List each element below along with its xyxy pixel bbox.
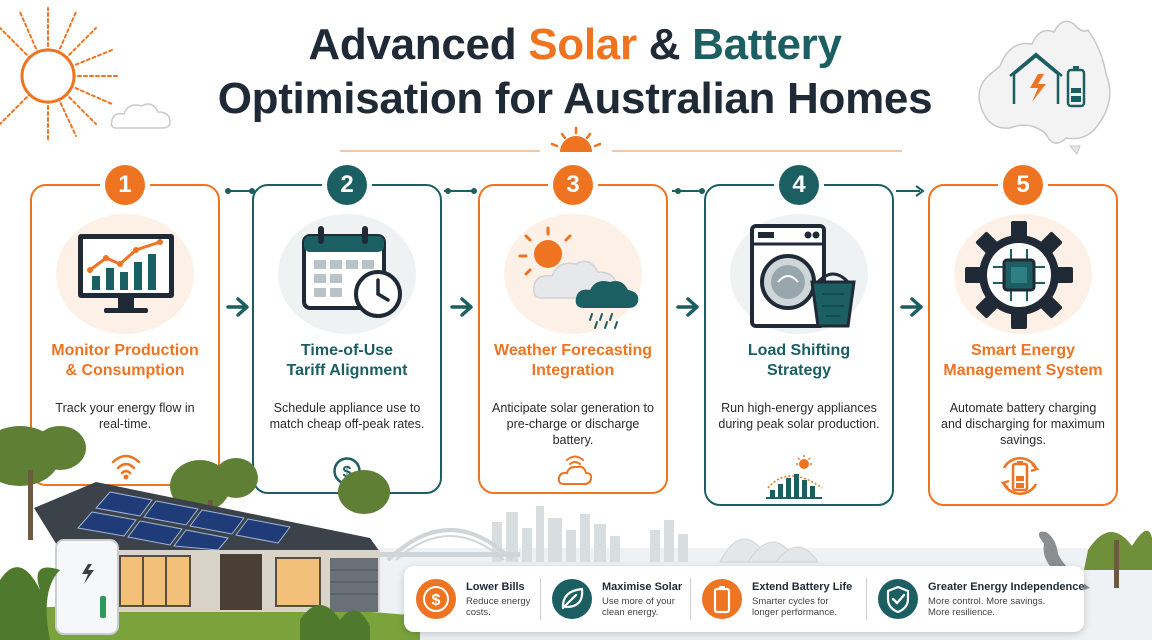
title-line-2: Optimisation for Australian Homes: [217, 74, 933, 123]
step-title-line: & Consumption: [65, 362, 185, 379]
leaf-icon: [552, 579, 592, 619]
sunrise-icon: [550, 126, 602, 152]
arrow-right-icon: [900, 297, 923, 317]
shield-check-icon: [878, 579, 918, 619]
benefit-item: Maximise Solar Use more of your clean en…: [540, 566, 690, 632]
header-divider: [612, 150, 902, 152]
step-title-line: Tariff Alignment: [286, 362, 408, 379]
step-number-badge: 5: [1003, 165, 1043, 205]
title-word: Advanced: [308, 20, 529, 69]
benefit-description: More control. More savings. More resilie…: [928, 596, 1046, 618]
step-title: Smart Energy Management System: [928, 341, 1118, 381]
benefit-description: Use more of your clean energy.: [602, 596, 675, 618]
svg-text:$: $: [432, 592, 441, 609]
benefit-title: Lower Bills: [466, 581, 525, 593]
page-title: Advanced Solar & Battery Optimisation fo…: [150, 18, 1000, 126]
svg-text:$: $: [343, 464, 352, 481]
step-description: Run high-energy appliances during peak s…: [718, 401, 880, 431]
benefit-description: Reduce energy costs.: [466, 596, 531, 618]
step-number-badge: 3: [553, 165, 593, 205]
benefit-title: Maximise Solar: [602, 581, 683, 593]
benefit-description: Smarter cycles for longer performance.: [752, 596, 838, 618]
step-title: Weather Forecasting Integration: [478, 341, 668, 381]
step-number-badge: 1: [105, 165, 145, 205]
step-title: Monitor Production & Consumption: [30, 341, 220, 381]
step-title-line: Smart Energy: [970, 342, 1076, 359]
step-title-line: Strategy: [766, 362, 832, 379]
header-divider: [340, 150, 540, 152]
connector-line: [225, 188, 255, 194]
battery-icon: [702, 579, 742, 619]
step-description: Schedule appliance use to match cheap of…: [269, 401, 425, 431]
connector-line: [672, 188, 705, 194]
monitor-chart-icon: [78, 234, 174, 313]
washing-machine-icon: [750, 224, 856, 328]
step-description: Anticipate solar generation to pre-charg…: [492, 401, 654, 447]
benefit-item: Greater Energy Independence More control…: [866, 566, 1085, 632]
sun-cloud-rain-icon: [518, 226, 639, 329]
connector-line: [444, 188, 477, 194]
title-line-1: Advanced Solar & Battery: [150, 18, 1000, 72]
title-word-solar: Solar: [528, 20, 637, 69]
benefit-item: Extend Battery Life Smarter cycles for l…: [690, 566, 866, 632]
sun-icon: [0, 7, 119, 140]
arrow-right-icon: [676, 297, 699, 317]
connector-arrow: [896, 185, 925, 197]
arrow-right-icon: [450, 297, 473, 317]
battery-cycle-icon: [1000, 457, 1040, 495]
wifi-signal-icon: [111, 454, 141, 480]
step-title-line: Integration: [531, 362, 615, 379]
australia-map-icon: [978, 20, 1111, 155]
benefit-item: $ Lower Bills Reduce energy costs.: [404, 566, 540, 632]
step-description: Automate battery charging and dischargin…: [941, 401, 1105, 447]
solar-chart-icon: [766, 455, 823, 499]
step-number-badge: 2: [327, 165, 367, 205]
step-card-5: [928, 184, 1118, 506]
calendar-clock-icon: [302, 226, 402, 318]
benefit-title: Greater Energy Independence: [928, 581, 1085, 593]
step-title: Load Shifting Strategy: [704, 341, 894, 381]
benefit-title: Extend Battery Life: [752, 581, 853, 593]
cloud-signal-icon: [557, 455, 593, 485]
title-word-battery: Battery: [692, 20, 842, 69]
step-title-line: Monitor Production: [51, 342, 199, 359]
benefits-bar: $ Lower Bills Reduce energy costs. Maxim…: [404, 566, 1085, 632]
arrow-right-icon: [226, 297, 249, 317]
dollar-icon: $: [416, 579, 456, 619]
title-word: &: [636, 20, 693, 69]
step-title-line: Load Shifting: [747, 342, 851, 359]
gear-chip-icon: [965, 221, 1073, 329]
step-title-line: Management System: [943, 362, 1103, 379]
step-title-line: Time-of-Use: [300, 342, 394, 359]
step-title: Time-of-Use Tariff Alignment: [252, 341, 442, 381]
step-title-line: Weather Forecasting: [494, 342, 652, 359]
cloud-icon: [110, 103, 171, 129]
step-number-badge: 4: [779, 165, 819, 205]
step-description: Track your energy flow in real-time.: [55, 401, 195, 431]
